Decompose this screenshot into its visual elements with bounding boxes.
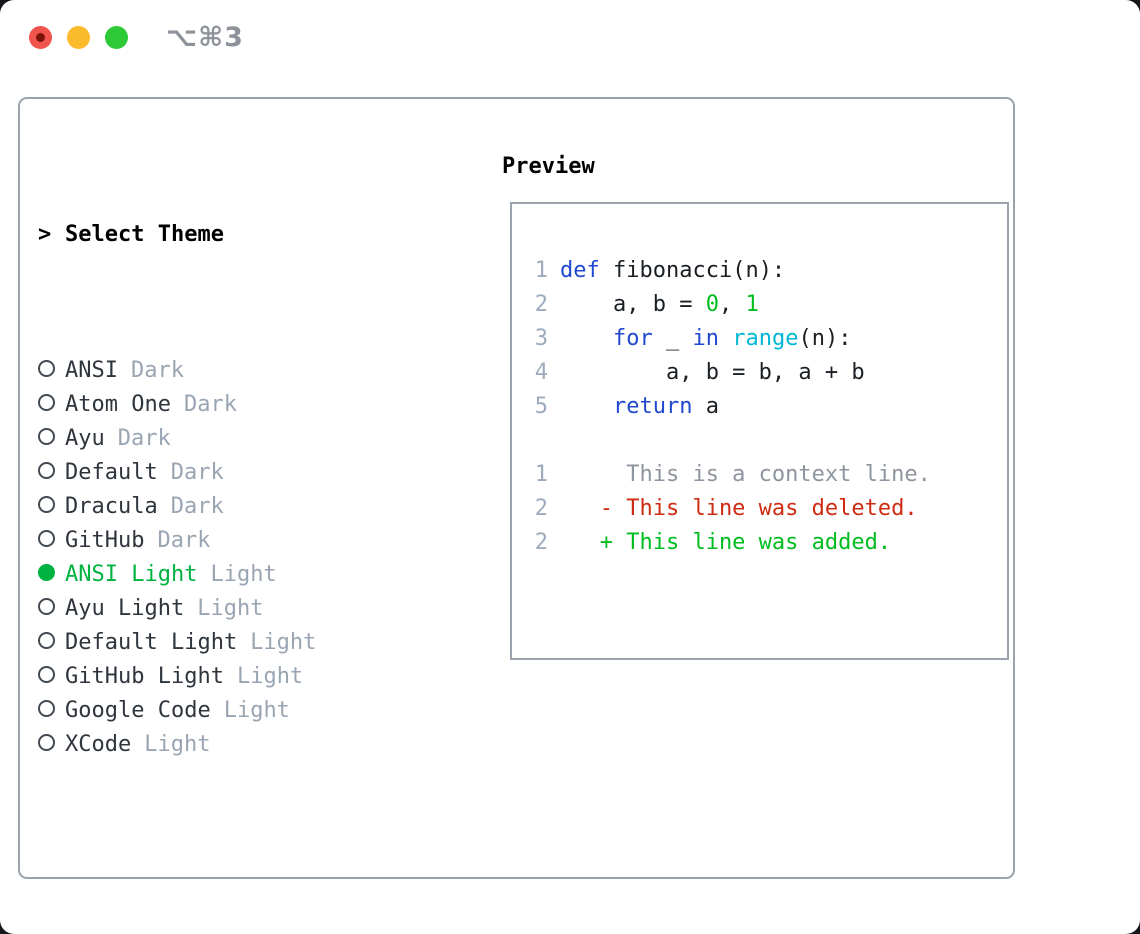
theme-list-header: > Select Theme xyxy=(38,218,478,252)
code-token xyxy=(719,326,732,351)
code-line xyxy=(534,424,1007,458)
theme-option[interactable]: Ayu Dark xyxy=(38,422,478,456)
theme-variant-badge: Dark xyxy=(157,528,211,553)
theme-option-label: Ayu xyxy=(65,426,105,451)
code-line: 2 a, b = 0, 1 xyxy=(534,288,1007,322)
radio-icon xyxy=(38,700,55,717)
code-token: for xyxy=(612,326,653,351)
line-number: 2 xyxy=(534,496,548,521)
theme-option-label: GitHub xyxy=(65,528,145,553)
radio-icon xyxy=(38,734,55,751)
theme-option[interactable]: ANSI Dark xyxy=(38,354,478,388)
theme-option[interactable]: GitHub Light Light xyxy=(38,660,478,694)
line-number: 1 xyxy=(534,258,548,283)
code-line: 1 def fibonacci(n): xyxy=(534,254,1007,288)
code-token: This is a context line. xyxy=(560,462,931,487)
titlebar: ⌥⌘3 xyxy=(0,0,1140,74)
code-token: + This line was added. xyxy=(560,530,892,555)
close-button[interactable] xyxy=(29,26,52,49)
code-line: 3 for _ in range(n): xyxy=(534,322,1007,356)
theme-option[interactable]: Dracula Dark xyxy=(38,490,478,524)
line-number: 4 xyxy=(534,360,548,385)
code-line: 1 This is a context line. xyxy=(534,458,1007,492)
code-line: 5 return a xyxy=(534,390,1007,424)
radio-icon xyxy=(38,666,55,683)
code-token: a, b = b, a + b xyxy=(560,360,865,385)
theme-variant-badge: Light xyxy=(250,630,317,655)
theme-variant-badge: Light xyxy=(236,664,304,689)
theme-variant-badge: Dark xyxy=(130,358,184,383)
theme-variant-badge: Dark xyxy=(117,426,171,451)
theme-variant-badge: Light xyxy=(210,562,277,587)
theme-option-label: ANSI Light xyxy=(65,562,198,587)
code-token xyxy=(560,394,613,419)
line-number: 3 xyxy=(534,326,548,351)
code-token: a, b = xyxy=(560,292,706,317)
code-token: 1 xyxy=(745,292,759,317)
radio-icon xyxy=(38,462,55,479)
theme-option[interactable]: Google Code Light xyxy=(38,694,478,728)
spacer xyxy=(38,864,478,898)
theme-option-label: GitHub Light xyxy=(65,664,224,689)
radio-icon xyxy=(38,360,55,377)
theme-option[interactable]: ANSI Light Light xyxy=(38,558,478,592)
theme-variant-badge: Dark xyxy=(170,494,224,519)
code-token: - This line was deleted. xyxy=(560,496,918,521)
theme-option-label: ANSI xyxy=(65,358,118,383)
preview-title: Preview xyxy=(502,154,595,179)
code-token: 0 xyxy=(705,292,719,317)
theme-option-label: Ayu Light xyxy=(65,596,185,621)
zoom-button[interactable] xyxy=(105,26,128,49)
radio-selected-icon xyxy=(38,564,55,581)
code-token: range xyxy=(732,326,799,351)
code-line: 2 + This line was added. xyxy=(534,526,1007,560)
theme-option-label: XCode xyxy=(65,732,132,757)
radio-icon xyxy=(38,496,55,513)
theme-option[interactable]: XCode Light xyxy=(38,728,478,762)
theme-option-label: Atom One xyxy=(65,392,171,417)
radio-icon xyxy=(38,428,55,445)
theme-variant-badge: Dark xyxy=(183,392,237,417)
theme-option[interactable]: GitHub Dark xyxy=(38,524,478,558)
line-number: 2 xyxy=(534,530,548,555)
theme-variant-badge: Light xyxy=(144,732,211,757)
theme-option-label: Dracula xyxy=(65,494,158,519)
code-token: , xyxy=(718,292,746,317)
radio-icon xyxy=(38,530,55,547)
theme-option-label: Default xyxy=(65,460,158,485)
line-number: 1 xyxy=(534,462,548,487)
theme-list-title: Select Theme xyxy=(65,222,224,247)
theme-variant-badge: Dark xyxy=(170,460,224,485)
theme-option[interactable]: Default Dark xyxy=(38,456,478,490)
code-token: def xyxy=(560,258,600,283)
prompt-icon: > xyxy=(38,222,52,247)
minimize-button[interactable] xyxy=(67,26,90,49)
theme-option-label: Google Code xyxy=(65,698,211,723)
code-token: (n): xyxy=(798,326,852,351)
radio-icon xyxy=(38,632,55,649)
code-token: _ xyxy=(652,326,693,351)
theme-option[interactable]: Default Light Light xyxy=(38,626,478,660)
radio-icon xyxy=(38,394,55,411)
theme-option-label: Default Light xyxy=(65,630,238,655)
theme-variant-badge: Light xyxy=(197,596,264,621)
code-token: in xyxy=(692,326,719,351)
line-number: 2 xyxy=(534,292,548,317)
radio-icon xyxy=(38,598,55,615)
code-token xyxy=(560,326,613,351)
line-number: 5 xyxy=(534,394,548,419)
code-line: 4 a, b = b, a + b xyxy=(534,356,1007,390)
theme-option[interactable]: Atom One Dark xyxy=(38,388,478,422)
code-line: 2 - This line was deleted. xyxy=(534,492,1007,526)
theme-option[interactable]: Ayu Light Light xyxy=(38,592,478,626)
code-token: fibonacci(n): xyxy=(599,258,786,283)
keyboard-shortcut-label: ⌥⌘3 xyxy=(166,22,244,53)
code-token: a xyxy=(692,394,719,419)
code-token: return xyxy=(612,394,693,419)
theme-variant-badge: Light xyxy=(223,698,290,723)
